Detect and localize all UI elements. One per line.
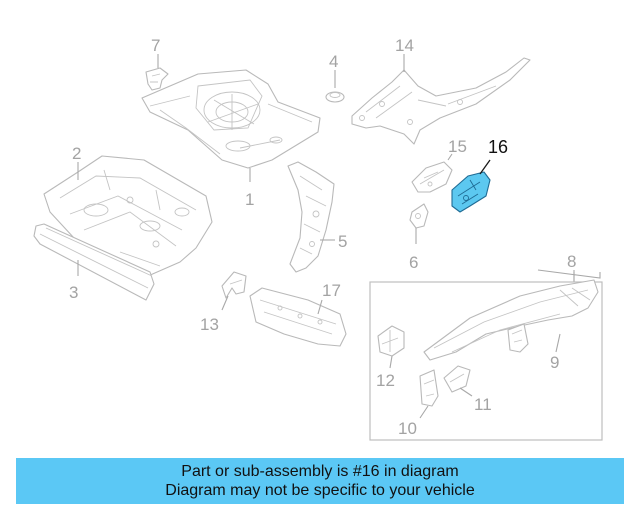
callout-5: 5 bbox=[338, 232, 347, 251]
callout-10: 10 bbox=[398, 419, 417, 438]
part-6: 6 bbox=[409, 203, 429, 272]
callout-7: 7 bbox=[151, 36, 160, 55]
callout-17: 17 bbox=[322, 281, 341, 300]
callout-11: 11 bbox=[474, 395, 492, 414]
part-13: 13 bbox=[200, 271, 247, 334]
callout-9: 9 bbox=[550, 353, 559, 372]
banner-line-1: Part or sub-assembly is #16 in diagram bbox=[181, 463, 459, 480]
parts-diagram: 7 1 4 14 bbox=[33, 36, 603, 441]
callout-3: 3 bbox=[69, 283, 78, 302]
callout-16: 16 bbox=[488, 137, 508, 157]
part-17: 17 bbox=[249, 281, 347, 347]
callout-13: 13 bbox=[200, 315, 219, 334]
callout-8: 8 bbox=[567, 252, 576, 271]
part-16: 16 bbox=[451, 137, 508, 213]
inset-8: 8 9 12 10 11 bbox=[369, 252, 603, 441]
callout-6: 6 bbox=[409, 253, 418, 272]
callout-15: 15 bbox=[448, 137, 467, 156]
part-15: 15 bbox=[411, 137, 467, 193]
callout-4: 4 bbox=[329, 52, 338, 71]
info-banner: Part or sub-assembly is #16 in diagram D… bbox=[16, 458, 624, 504]
callout-14: 14 bbox=[395, 36, 414, 55]
part-7: 7 bbox=[145, 36, 169, 91]
part-5: 5 bbox=[287, 161, 347, 273]
callout-2: 2 bbox=[72, 144, 81, 163]
part-14: 14 bbox=[351, 36, 531, 145]
part-1: 1 bbox=[141, 69, 321, 209]
part-3: 3 bbox=[33, 223, 155, 302]
banner-line-2: Diagram may not be specific to your vehi… bbox=[165, 482, 475, 499]
part-4: 4 bbox=[325, 52, 345, 103]
part-2: 2 bbox=[43, 144, 213, 277]
callout-1: 1 bbox=[245, 190, 254, 209]
callout-12: 12 bbox=[376, 371, 395, 390]
